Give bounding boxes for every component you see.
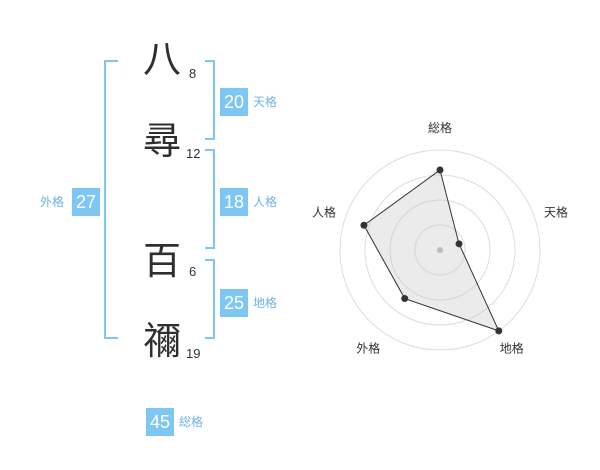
jinkaku-score: 18 <box>220 188 248 216</box>
radar-point-3 <box>495 327 503 335</box>
radar-ring <box>364 174 516 326</box>
soukaku-score: 45 <box>146 408 174 436</box>
stroke-count-1: 8 <box>189 66 197 81</box>
radar-polygon <box>363 169 500 332</box>
soukaku-label: 総格 <box>179 415 204 429</box>
jinkaku-bracket <box>205 149 215 249</box>
tenkaku-score: 20 <box>220 88 248 116</box>
gaikaku-score: 27 <box>72 188 100 216</box>
gaikaku-bracket <box>104 60 118 339</box>
stroke-count-3: 6 <box>189 264 197 279</box>
tenkaku-bracket <box>205 60 215 140</box>
stroke-count-2: 12 <box>186 146 201 161</box>
radar-grid <box>339 149 541 351</box>
name-char-2: 尋 <box>143 119 182 163</box>
radar-ring <box>389 199 491 301</box>
radar-point-4 <box>401 295 409 303</box>
tenkaku-label: 天格 <box>253 95 278 109</box>
radar-point-5 <box>360 221 368 229</box>
name-char-4: 禰 <box>143 319 182 363</box>
radar-axis-label: 総格 <box>428 120 452 135</box>
name-char-3: 百 <box>143 239 182 283</box>
radar-axis-label: 地格 <box>500 341 524 356</box>
chikaku-label: 地格 <box>253 296 278 310</box>
stroke-count-4: 19 <box>186 346 201 361</box>
jinkaku-label: 人格 <box>253 195 278 209</box>
name-char-1: 八 <box>143 37 182 81</box>
radar-axis-label: 天格 <box>544 204 568 219</box>
radar-axis-label: 外格 <box>356 341 380 356</box>
chikaku-score: 25 <box>220 289 248 317</box>
radar-ring <box>414 224 466 276</box>
gaikaku-label: 外格 <box>40 195 65 209</box>
radar-point-2 <box>455 240 463 248</box>
radar-point-1 <box>436 166 444 174</box>
radar-data <box>360 166 503 335</box>
radar-ring <box>339 149 541 351</box>
radar-axis-label: 人格 <box>312 204 336 219</box>
radar-center <box>437 247 443 253</box>
chikaku-bracket <box>205 259 215 339</box>
